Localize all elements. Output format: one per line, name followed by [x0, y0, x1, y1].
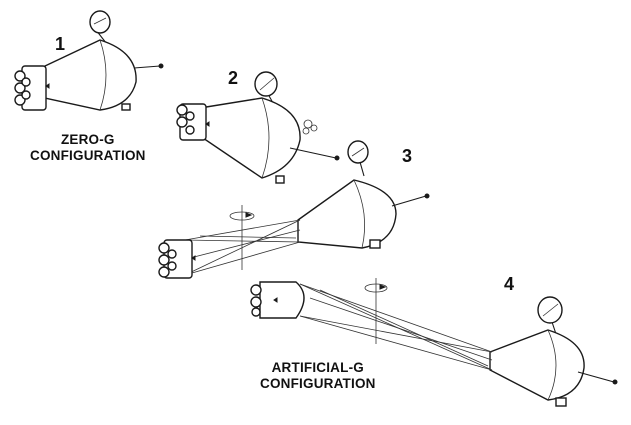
step-number-4: 4: [504, 274, 515, 294]
rotation-arrow-4: [364, 278, 388, 344]
caption-artificial-g-line2: CONFIGURATION: [260, 376, 376, 391]
step-number-3: 3: [402, 146, 413, 166]
tether-cables-3: [184, 219, 301, 276]
caption-zero-g-line1: ZERO-G: [60, 132, 115, 147]
dish-antenna-4: [537, 296, 563, 335]
caption-artificial-g: ARTIFICIAL-G CONFIGURATION: [260, 360, 376, 392]
caption-artificial-g-line1: ARTIFICIAL-G: [271, 360, 364, 375]
spacecraft-config-1: [14, 10, 164, 111]
spacecraft-config-4: [250, 278, 618, 407]
spacecraft-config-3: [158, 140, 430, 279]
tether-cables-4: [299, 283, 493, 371]
dish-antenna-3: [347, 140, 369, 177]
step-number-2: 2: [228, 68, 239, 88]
thruster-puff: [302, 119, 318, 135]
spacecraft-config-2: [176, 71, 340, 184]
step-number-1: 1: [55, 34, 66, 54]
caption-zero-g: ZERO-G CONFIGURATION: [30, 132, 146, 164]
caption-zero-g-line2: CONFIGURATION: [30, 148, 146, 163]
rotation-arrow-3: [229, 205, 255, 270]
